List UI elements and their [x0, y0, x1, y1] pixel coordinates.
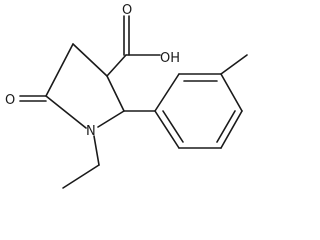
- carboxyl-oxygen-label: O: [122, 3, 132, 18]
- bond-aryl-c1-c2: [154, 73, 180, 112]
- bond-n1-ethyl-ch2: [93, 135, 100, 166]
- bond-c4-c5: [45, 43, 74, 97]
- bond-c5-n1: [45, 95, 87, 129]
- m-tolyl-group: [123, 54, 248, 149]
- bond-c3-c4: [72, 43, 108, 77]
- aromatic-inner-bond-3: [162, 110, 184, 143]
- lactam-carbonyl-group: O: [5, 93, 47, 108]
- carbonyl-oxygen-label: O: [5, 93, 15, 108]
- carboxylic-acid-group: O OH: [106, 3, 180, 77]
- bond-aryl-c4-c5: [220, 110, 243, 149]
- hydroxyl-label: OH: [160, 51, 180, 66]
- bond-c2-c3: [106, 75, 125, 112]
- bond-ethyl-ch2-ch3: [62, 164, 100, 189]
- chemical-structure-diagram: O OH N O: [5, 3, 248, 189]
- ring-nitrogen-label: N: [86, 124, 96, 139]
- aromatic-inner-bond-2: [216, 110, 236, 143]
- bond-c3-carboxyl-carbon: [106, 54, 127, 77]
- bond-aryl-c6-c1: [154, 110, 180, 149]
- bond-aryl-methyl: [220, 54, 248, 75]
- bond-n1-c2: [97, 110, 125, 128]
- ethyl-group: [62, 135, 100, 189]
- pyrrolidinone-ring: N: [45, 43, 125, 139]
- bond-aryl-c3-c4: [220, 73, 243, 112]
